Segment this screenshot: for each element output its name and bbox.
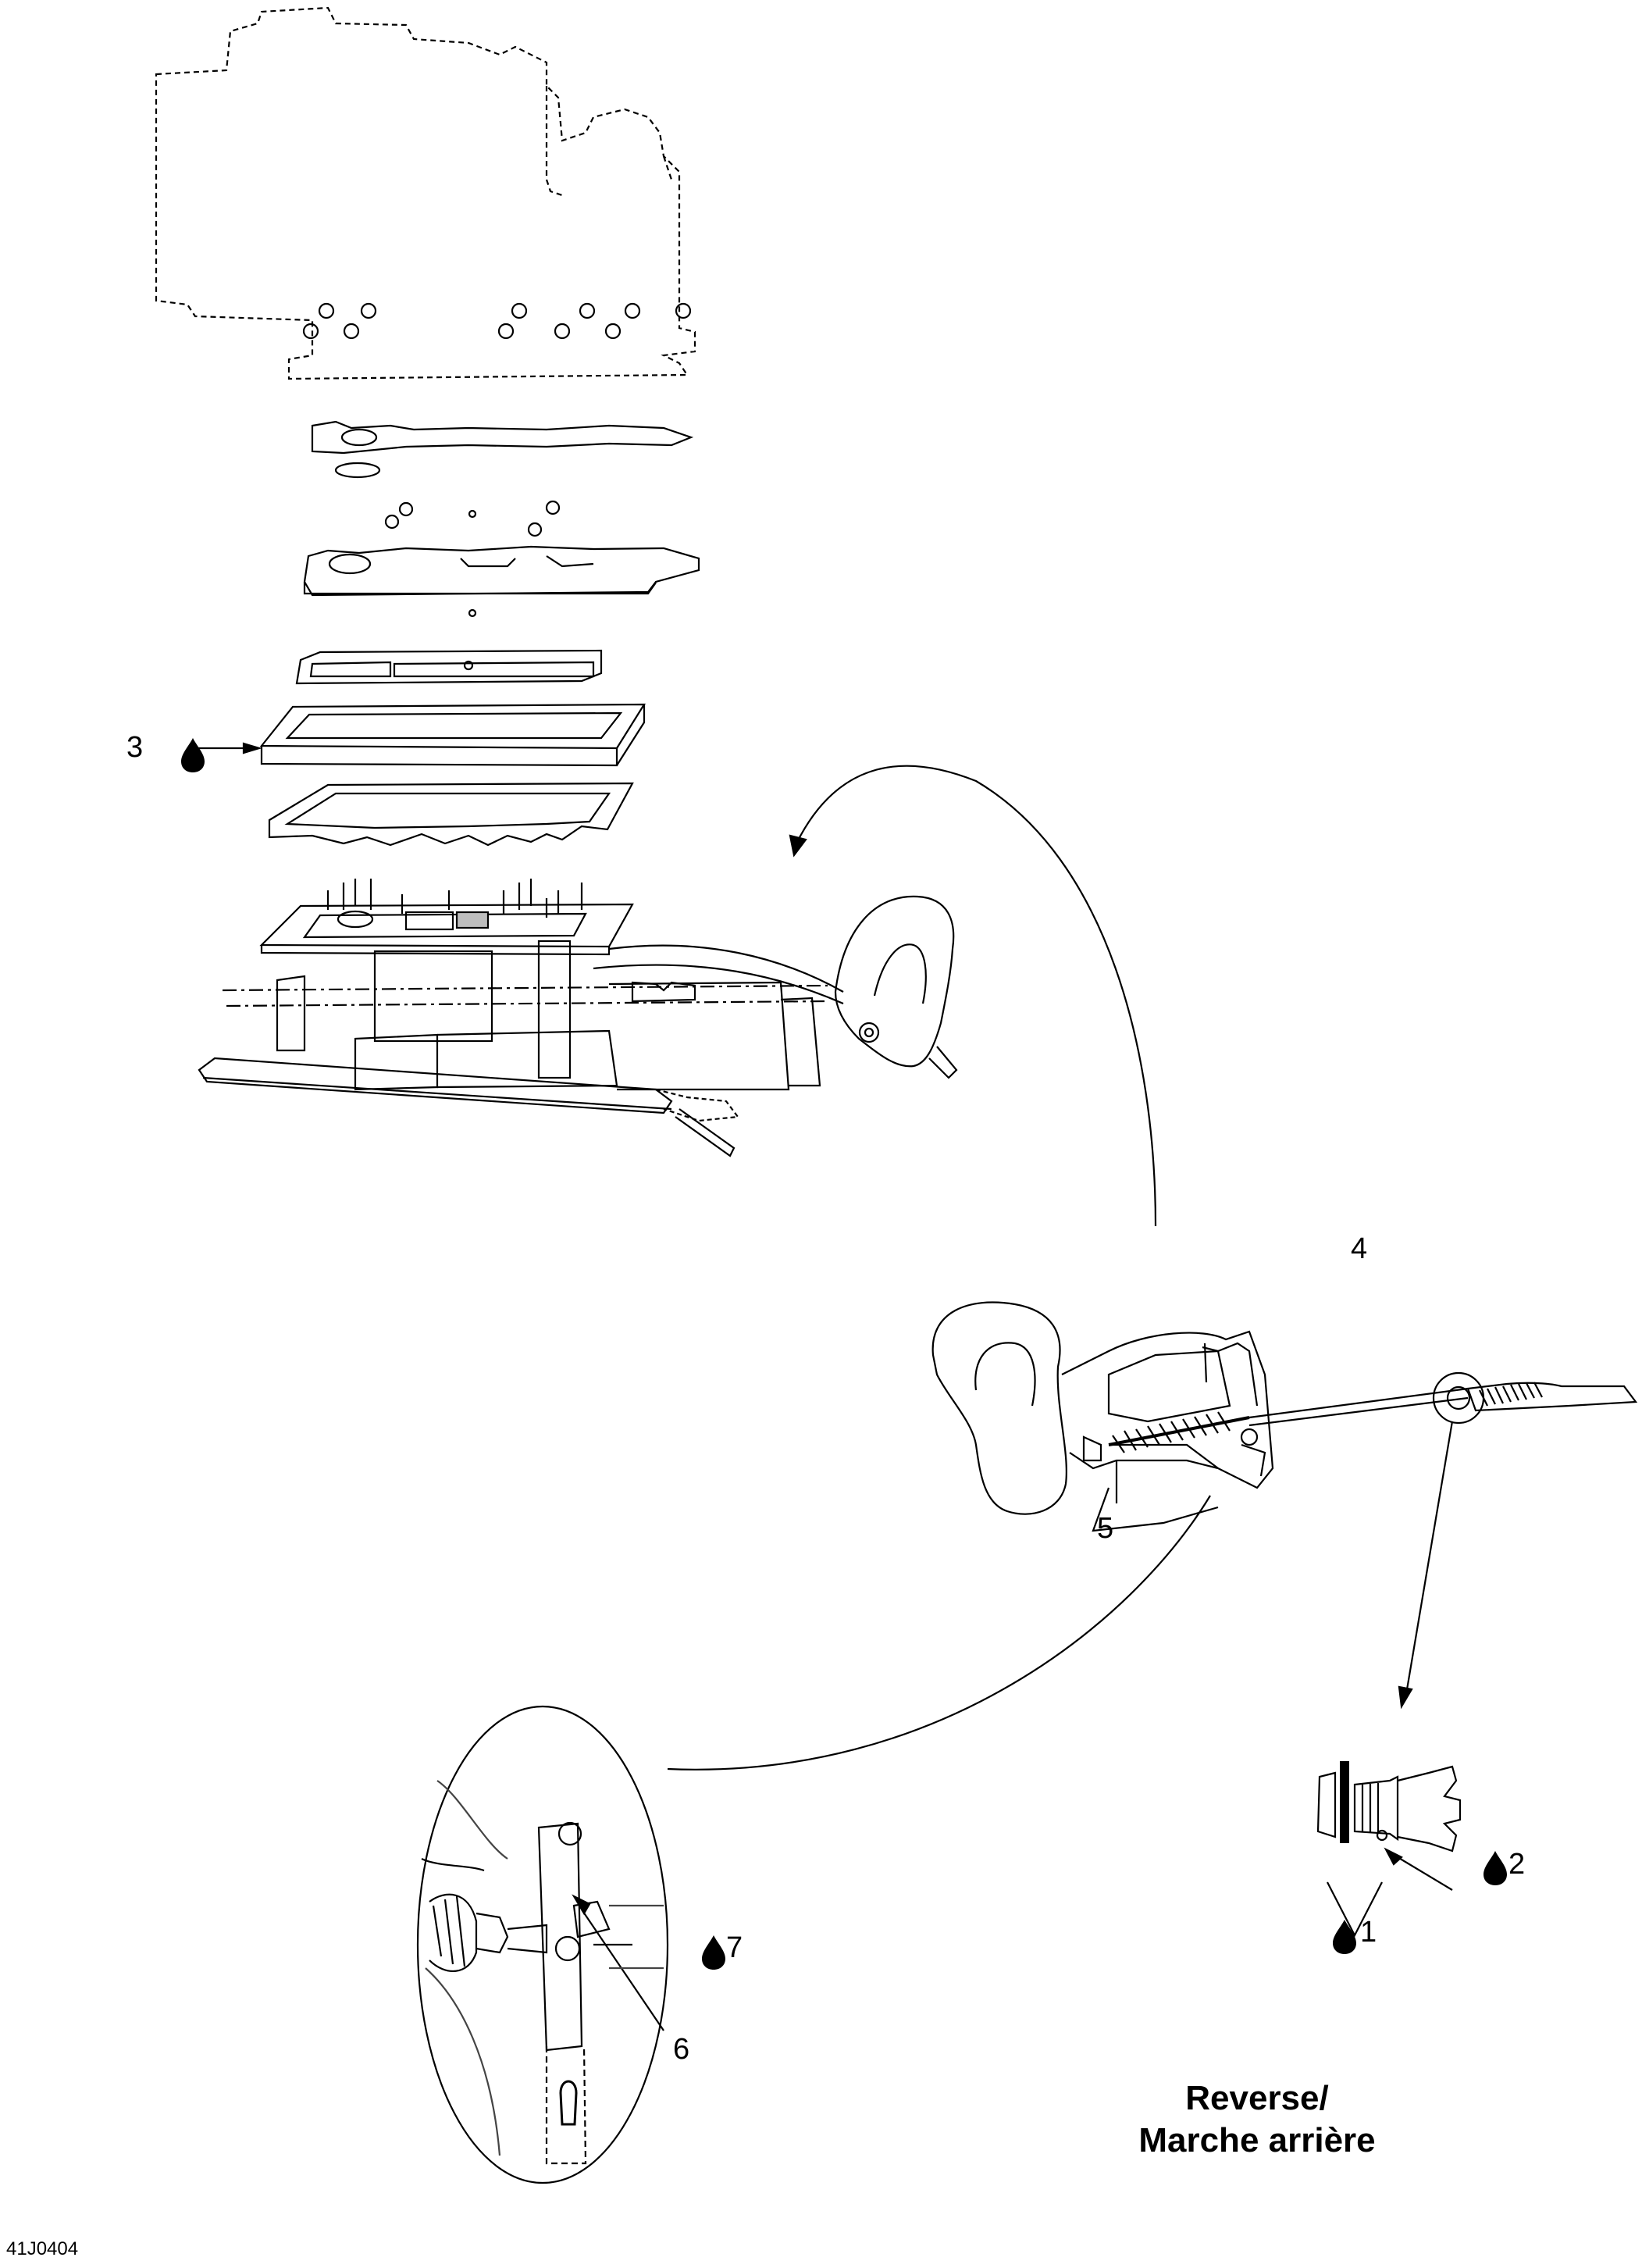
leader-lines (187, 742, 1454, 2031)
adapter-plate (303, 545, 700, 597)
callout-5: 5 (1097, 1512, 1114, 1545)
engine-outline (155, 6, 696, 380)
frame-seal (259, 703, 646, 767)
section-title-line2: Marche arrière (1138, 2120, 1376, 2159)
mid-hardware (384, 500, 561, 618)
detail-view (416, 1705, 669, 2184)
section-title: Reverse/ Marche arrière (1093, 2077, 1421, 2161)
callout-4: 4 (1351, 1232, 1368, 1265)
figure-code: 41J0404 (6, 2238, 79, 2259)
section-title-line1: Reverse/ (1185, 2079, 1329, 2117)
lower-gasket (268, 782, 634, 847)
callout-1: 1 (1360, 1916, 1377, 1949)
pump-assembly (198, 879, 844, 1157)
callout-3: 3 (126, 731, 144, 764)
callout-2: 2 (1508, 1848, 1526, 1881)
reverse-assembly (931, 1301, 1638, 1532)
callout-6: 6 (673, 2033, 690, 2066)
plate-gasket (295, 649, 603, 685)
callout-7: 7 (726, 1931, 743, 1964)
oil-drop-icon (181, 738, 1507, 1970)
top-gasket (311, 420, 694, 479)
reverse-gate-top (834, 895, 958, 1079)
bushing-detail (1316, 1761, 1462, 1853)
engine-mount-nuts (302, 302, 692, 340)
leader-curve-top (789, 765, 1157, 1227)
